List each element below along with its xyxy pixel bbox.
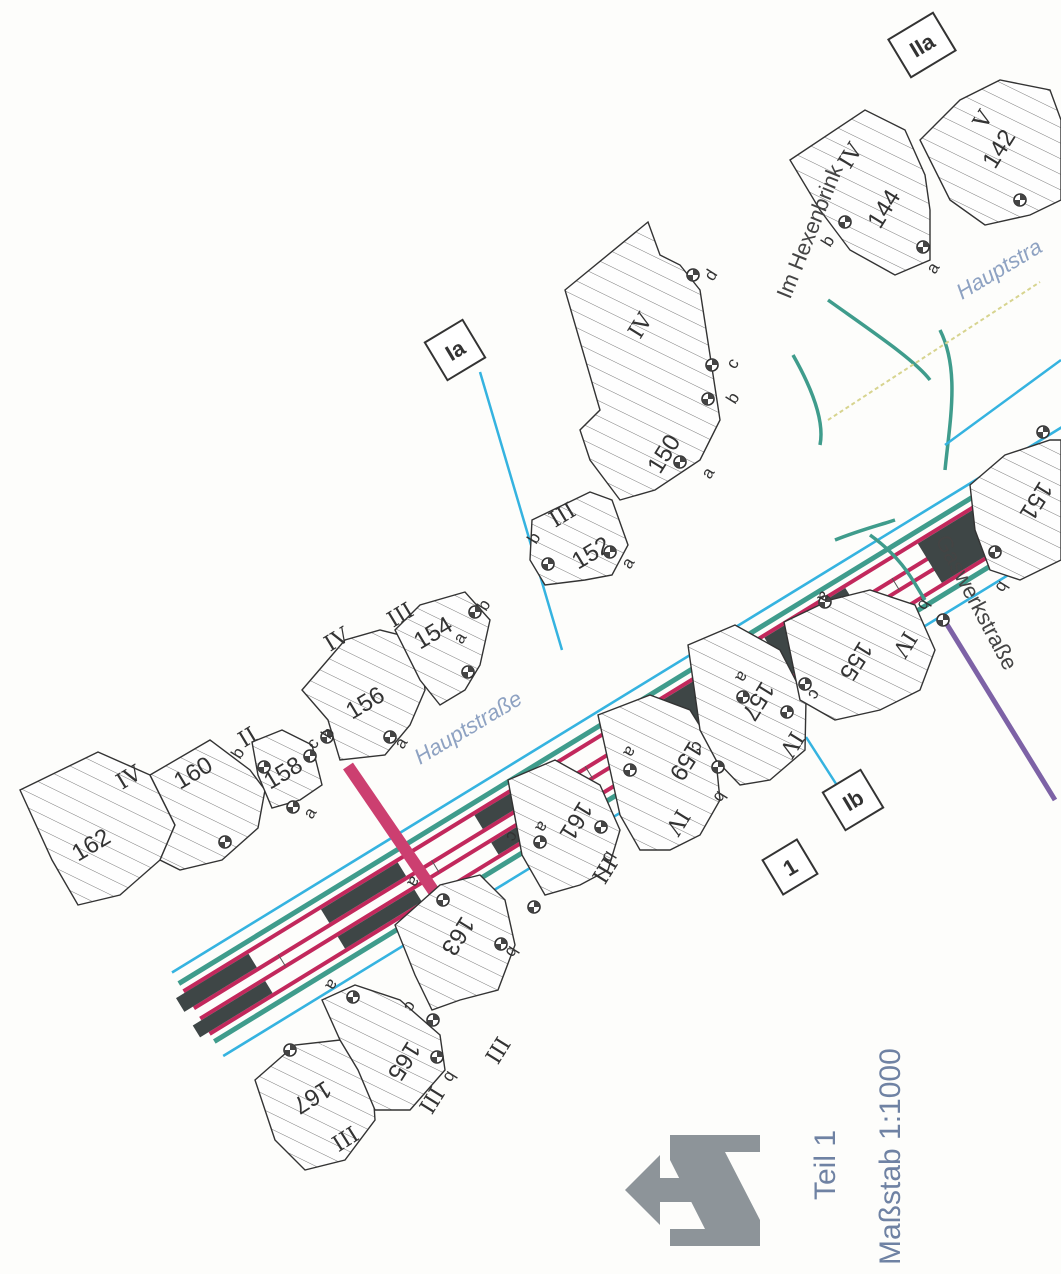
measure-point-icon — [686, 268, 700, 282]
measure-point-icon — [533, 835, 547, 849]
measure-point-icon — [673, 455, 687, 469]
building-165 — [321, 984, 446, 1111]
measure-point-icon — [838, 215, 852, 229]
building-159 — [597, 694, 721, 851]
building-155 — [783, 589, 936, 721]
measure-point-icon — [1036, 425, 1050, 439]
building-157 — [687, 624, 807, 786]
measure-point-icon — [705, 358, 719, 372]
north-arrow-icon — [625, 1135, 760, 1246]
legend-part: Teil 1 — [809, 1130, 842, 1200]
measure-point-icon — [346, 990, 360, 1004]
buildings-north — [19, 79, 1061, 906]
measure-point-icon — [461, 665, 475, 679]
measure-point-icon — [701, 392, 715, 406]
section-marker-bar — [343, 762, 455, 919]
building-158 — [251, 729, 323, 809]
building-167 — [254, 1039, 376, 1171]
point-letter: a — [299, 804, 320, 823]
measure-point-icon — [594, 820, 608, 834]
building-163 — [394, 874, 516, 1011]
point-letter: b — [722, 389, 743, 407]
junction-curves — [791, 281, 1041, 601]
gaswerk-marker-line — [940, 616, 1058, 802]
building-156 — [301, 629, 426, 761]
measure-point-icon — [303, 749, 317, 763]
building-161 — [507, 759, 621, 896]
building-144 — [789, 109, 931, 276]
measure-point-icon — [286, 800, 300, 814]
point-letter: c — [722, 354, 743, 372]
measure-point-icon — [1013, 193, 1027, 207]
building-floors-163: III — [479, 1032, 514, 1067]
measure-point-icon — [780, 705, 794, 719]
building-150 — [564, 220, 721, 501]
building-142 — [919, 79, 1061, 226]
buildings-south — [254, 439, 1061, 1171]
measure-point-icon — [426, 1013, 440, 1027]
measure-point-icon — [527, 900, 541, 914]
part-number-marker: 1 — [761, 838, 819, 896]
point-letter: a — [617, 554, 638, 573]
point-letter: a — [321, 976, 342, 995]
measure-point-icon — [218, 835, 232, 849]
point-letter: d — [700, 266, 721, 284]
measure-point-icon — [430, 1050, 444, 1064]
section-connectors — [478, 358, 1061, 791]
measure-point-icon — [736, 690, 750, 704]
measure-point-icon — [916, 240, 930, 254]
section-label-ib: Ib — [821, 768, 885, 832]
section-label-iia: IIa — [887, 11, 957, 79]
measure-point-icon — [936, 613, 950, 627]
building-152 — [529, 491, 629, 586]
point-letter: a — [922, 259, 943, 278]
measure-point-icon — [623, 763, 637, 777]
measure-point-icon — [603, 545, 617, 559]
legend-scale: Maßstab 1:1000 — [874, 1048, 907, 1265]
point-letter: b — [992, 578, 1013, 596]
point-letter: a — [697, 464, 718, 483]
measure-point-icon — [436, 893, 450, 907]
section-label-ia: Ia — [423, 318, 487, 382]
measure-point-icon — [988, 545, 1002, 559]
measure-point-icon — [711, 760, 725, 774]
measure-point-icon — [541, 557, 555, 571]
measure-point-icon — [257, 760, 271, 774]
street-label-hauptstrasse-upper: Hauptstra — [952, 234, 1047, 305]
building-160 — [149, 739, 266, 871]
building-151 — [969, 439, 1061, 581]
street-label-hauptstrasse: Hauptstraße — [410, 686, 527, 770]
measure-point-icon — [283, 1043, 297, 1057]
